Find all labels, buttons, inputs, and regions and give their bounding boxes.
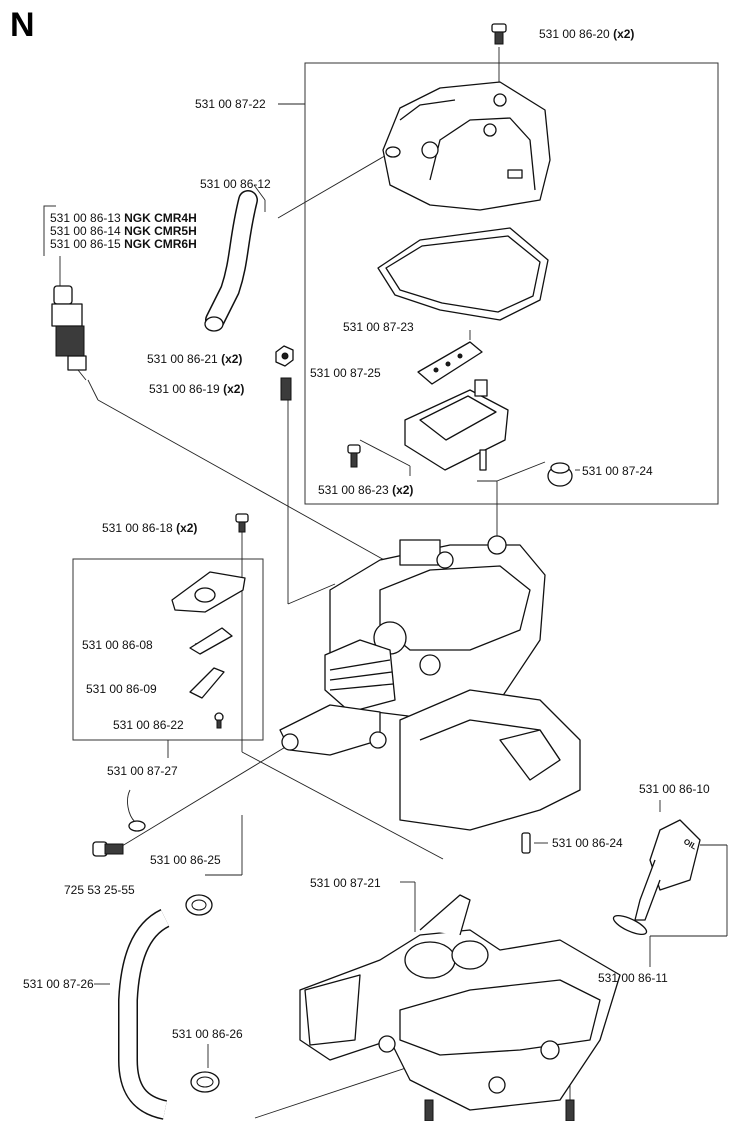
screw-86-22 — [214, 712, 224, 729]
label-p_86_26: 531 00 86-26 — [172, 1027, 243, 1041]
spark-plug-bracket — [43, 205, 56, 256]
label-p_86_09: 531 00 86-09 — [86, 682, 157, 696]
label-p_87_22: 531 00 87-22 — [195, 97, 266, 111]
bottom-bolt-right — [565, 1099, 575, 1121]
label-p_87_25: 531 00 87-25 — [310, 366, 381, 380]
valve-cover-group-box — [304, 62, 719, 505]
label-p_87_21: 531 00 87-21 — [310, 876, 381, 890]
plate-86-08 — [189, 627, 233, 655]
label-p_725: 725 53 25-55 — [64, 883, 135, 897]
hose-clamp-86-25 — [185, 894, 213, 916]
label-p_86_19: 531 00 86-19 (x2) — [149, 382, 244, 396]
clip-86-09 — [189, 667, 225, 699]
label-p_86_20: 531 00 86-20 (x2) — [539, 27, 634, 41]
pin-86-24 — [521, 832, 531, 854]
intake-gasket — [171, 571, 246, 613]
bushing-87-24 — [547, 462, 573, 487]
label-p_86_21: 531 00 86-21 (x2) — [147, 352, 242, 366]
hose-clamp-86-26 — [190, 1071, 220, 1093]
valve-cover — [382, 81, 551, 211]
label-spark_1: 531 00 86-13 NGK CMR4H — [50, 211, 197, 225]
label-spark_3: 531 00 86-15 NGK CMR6H — [50, 237, 197, 251]
cylinder — [324, 535, 546, 721]
label-p_86_23: 531 00 86-23 (x2) — [318, 483, 413, 497]
bottom-bolt-left — [424, 1099, 434, 1121]
nut-86-21 — [275, 345, 294, 367]
label-p_86_10: 531 00 86-10 — [639, 782, 710, 796]
label-p_86_12: 531 00 86-12 — [200, 177, 271, 191]
o-ring-86-11 — [612, 914, 648, 936]
label-p_87_27: 531 00 87-27 — [107, 764, 178, 778]
label-p_87_24: 531 00 87-24 — [582, 464, 653, 478]
label-p_86_22: 531 00 86-22 — [113, 718, 184, 732]
lower-crankcase — [299, 894, 621, 1111]
spark-plug — [51, 285, 87, 381]
label-p_87_23: 531 00 87-23 — [343, 320, 414, 334]
label-p_86_08: 531 00 86-08 — [82, 638, 153, 652]
valve-cover-gasket — [377, 227, 549, 321]
stud-86-19 — [280, 377, 292, 401]
oil-plug: OIL — [634, 819, 701, 921]
breather-hose — [204, 190, 258, 332]
label-p_86_25: 531 00 86-25 — [150, 853, 221, 867]
label-p_87_26: 531 00 87-26 — [23, 977, 94, 991]
upper-crankcase — [279, 689, 581, 831]
label-p_86_11: 531 00 86-11 — [598, 971, 668, 985]
screw-86-20 — [491, 23, 507, 45]
rocker-block-87-25 — [417, 341, 483, 385]
screw-86-23 — [347, 444, 361, 468]
label-p_86_24: 531 00 86-24 — [552, 836, 623, 850]
ground-screw — [92, 789, 146, 857]
oil-hose-87-26 — [118, 908, 170, 1120]
screw-86-18 — [235, 513, 249, 533]
rocker-bracket — [404, 379, 509, 471]
section-letter: N — [10, 6, 35, 44]
label-spark_2: 531 00 86-14 NGK CMR5H — [50, 224, 197, 238]
label-p_86_18: 531 00 86-18 (x2) — [102, 521, 197, 535]
